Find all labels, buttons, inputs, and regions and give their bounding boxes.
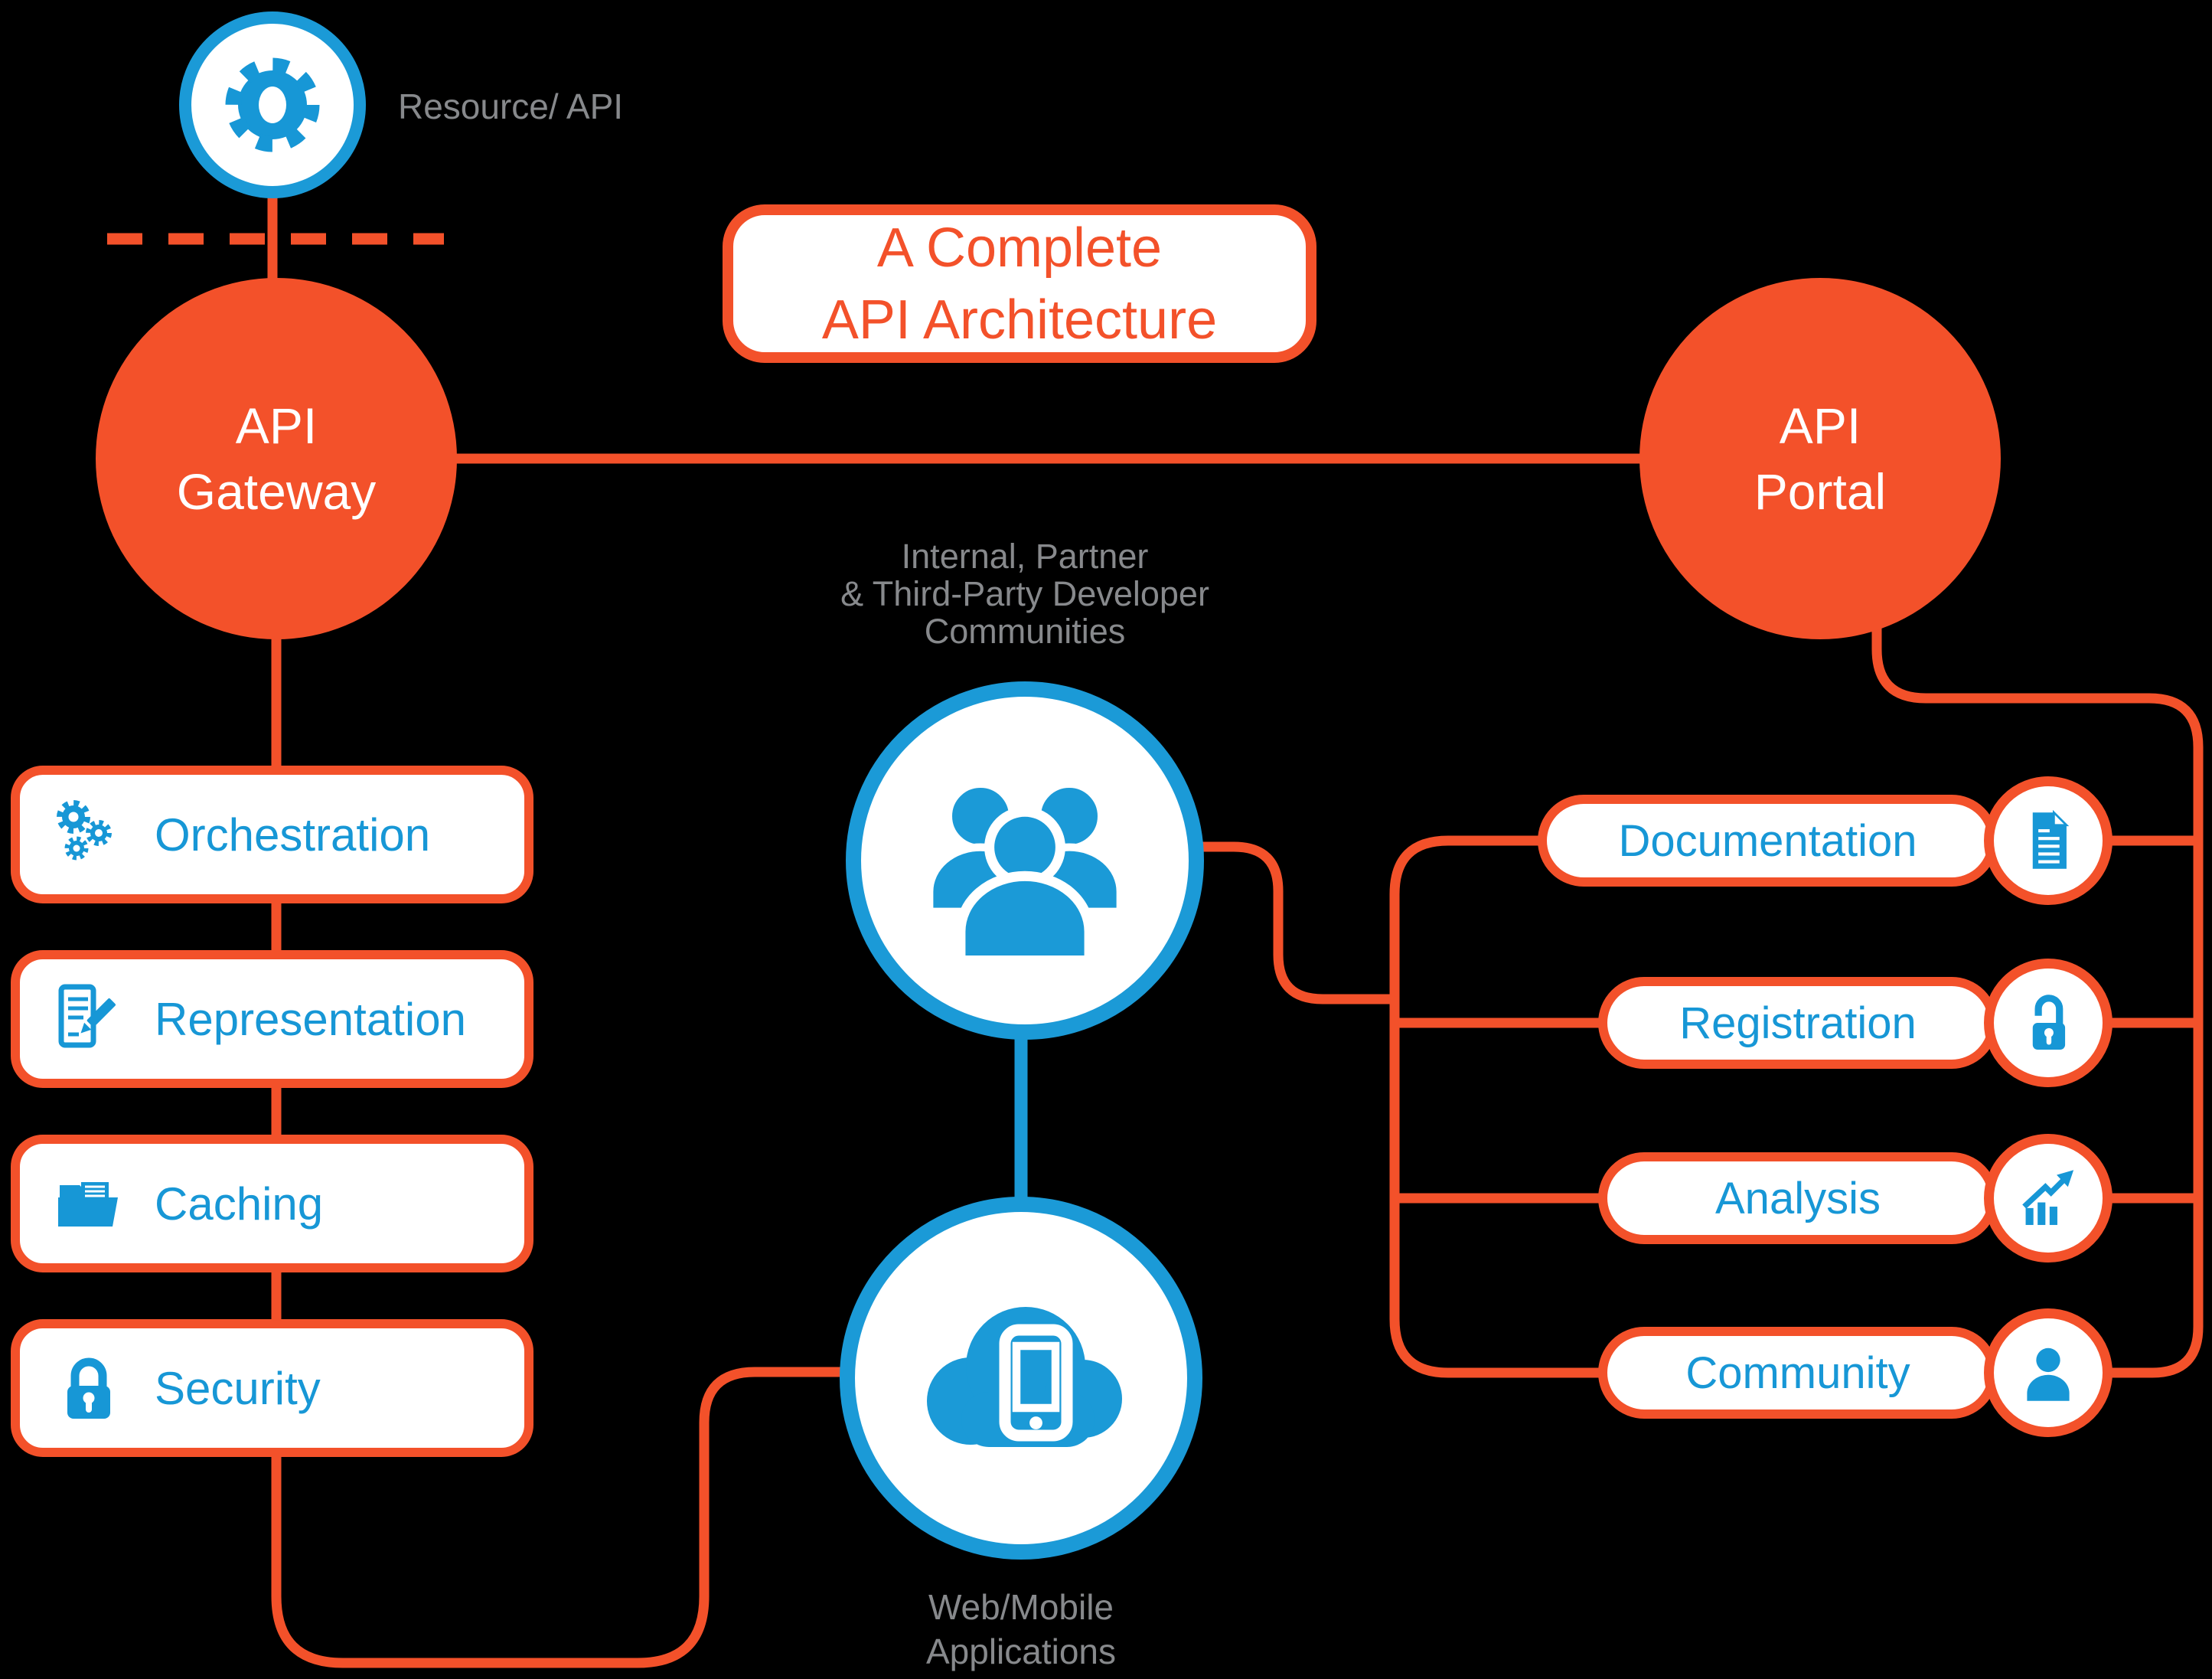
api-gateway-node: API Gateway [96,278,457,639]
lock-icon [67,1357,110,1419]
documentation-icon-circle [1984,776,2112,905]
portal-label-line-2: Portal [1754,463,1887,520]
web-mobile-caption-line-1: Web/Mobile [928,1587,1114,1627]
gears-icon [57,800,112,861]
title-line-2: API Architecture [821,289,1218,351]
feature-label: Representation [155,993,466,1045]
person-icon [2027,1347,2070,1401]
web-mobile-caption: Web/Mobile Applications [791,1585,1251,1674]
analysis-icon-circle [1984,1134,2112,1263]
portal-feature-community: Community [1598,1327,1998,1419]
feature-box-security: Security [11,1319,533,1457]
feature-box-caching: Caching [11,1135,533,1272]
chart-icon [2022,1170,2074,1225]
feature-box-orchestration: Orchestration [11,766,533,903]
gear-icon [225,57,320,152]
web-mobile-node [840,1197,1202,1560]
folder-icon [58,1182,118,1227]
feature-box-representation: Representation [11,950,533,1088]
portal-label-line-1: API [1779,397,1861,454]
gateway-label-line-1: API [235,397,318,454]
feature-label: Orchestration [155,808,431,861]
portal-feature-label: Analysis [1715,1173,1881,1223]
title-line-1: A Complete [876,217,1163,279]
developer-communities-node [846,681,1204,1040]
feature-label: Caching [155,1178,324,1230]
resource-api-label: Resource/ API [398,87,624,126]
portal-feature-registration: Registration [1598,977,1998,1069]
communities-caption: Internal, Partner & Third-Party Develope… [791,537,1258,650]
people-group-icon [925,779,1124,966]
communities-caption-line-1: Internal, Partner [901,537,1149,576]
portal-feature-label: Registration [1679,998,1917,1048]
unlock-icon [2032,995,2066,1050]
feature-label: Security [155,1362,321,1414]
portal-feature-analysis: Analysis [1598,1152,1998,1244]
communities-caption-line-3: Communities [924,612,1126,651]
resource-api-node [179,11,366,198]
communities-caption-line-2: & Third-Party Developer [840,574,1209,613]
registration-icon-circle [1984,959,2112,1087]
document-icon [2032,809,2070,869]
portal-feature-documentation: Documentation [1538,795,1998,887]
cloud-mobile-icon [927,1307,1122,1447]
web-mobile-caption-line-2: Applications [925,1632,1117,1671]
document-edit-icon [58,984,116,1048]
gateway-label-line-2: Gateway [176,463,377,520]
portal-feature-label: Documentation [1618,815,1917,866]
api-portal-node: API Portal [1639,278,2001,639]
portal-feature-label: Community [1685,1347,1910,1398]
community-icon-circle [1984,1308,2112,1437]
diagram-title: A Complete API Architecture [723,204,1316,363]
